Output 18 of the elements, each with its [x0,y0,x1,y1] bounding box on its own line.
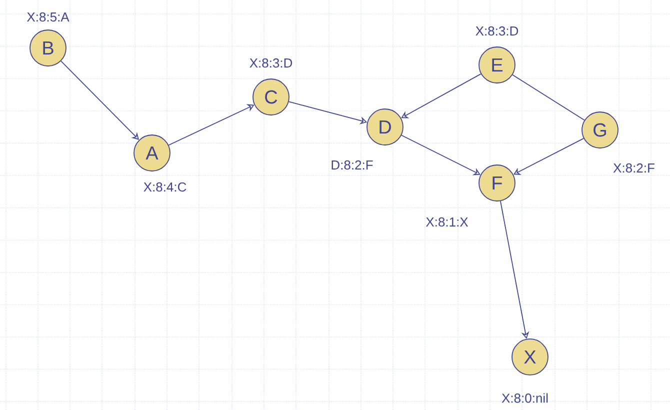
arrow [401,73,482,118]
graph-node: E [478,46,516,84]
node-label: X:8:1:X [426,217,468,227]
graph-node: F [478,164,516,202]
graph-node: X [512,338,548,376]
node-label: X:8:2:F [613,163,654,173]
node-label: X:8:3:D [476,26,518,36]
graph-node: B [30,30,66,66]
graph-node: A [134,134,170,172]
graph-node: G [582,112,618,148]
node-label: X:8:3:D [250,58,292,68]
node-label: D:8:2:F [332,160,373,170]
arrow [401,134,480,176]
graph-node: D [366,108,404,146]
graph-node: C [252,78,290,116]
node-label: X:8:5:A [27,12,70,22]
node-label: X:8:0:nil [502,393,548,403]
node-label: X:8:4:C [144,182,186,192]
